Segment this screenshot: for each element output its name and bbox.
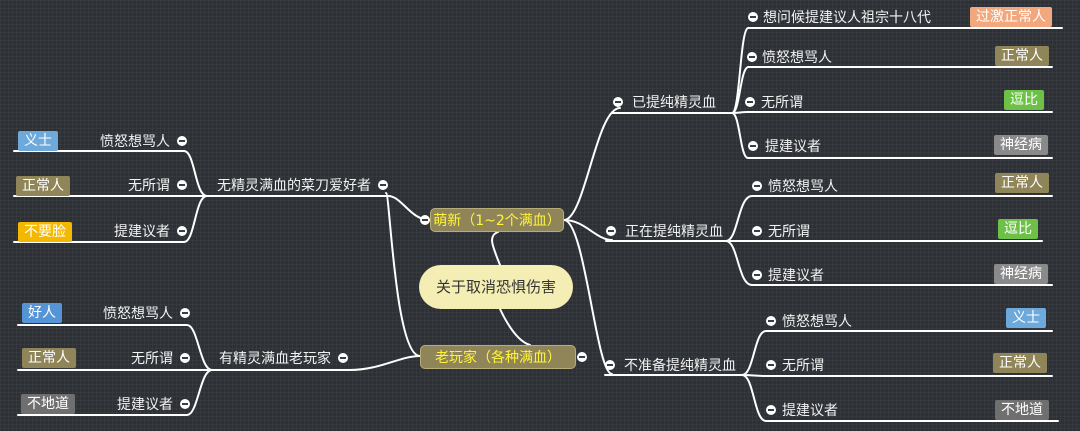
- tag-badge: 正常人: [22, 348, 76, 368]
- tag-badge: 过激正常人: [970, 7, 1052, 27]
- connector-line: [563, 219, 613, 241]
- connector-line: [741, 330, 1053, 376]
- connector-line: [563, 107, 621, 221]
- leaf-item[interactable]: 愤怒想骂人: [100, 134, 170, 150]
- collapse-icon[interactable]: [180, 308, 190, 318]
- connector-line: [17, 324, 213, 371]
- bullet-icon: [766, 360, 776, 370]
- connector-line: [349, 355, 421, 371]
- collapse-icon[interactable]: [606, 226, 616, 236]
- hub-newbie[interactable]: 萌新（1~2个满血）: [430, 208, 564, 232]
- leaf-item[interactable]: 愤怒想骂人: [782, 314, 852, 330]
- connector-line: [741, 374, 1059, 422]
- tag-badge: 义士: [18, 131, 58, 151]
- collapse-icon[interactable]: [338, 353, 348, 363]
- tag-badge: 不地道: [995, 400, 1049, 420]
- tag-badge: 正常人: [16, 176, 70, 196]
- tag-badge: 正常人: [993, 353, 1047, 373]
- tag-badge: 不地道: [21, 394, 75, 414]
- bullet-icon: [747, 52, 757, 62]
- leaf-item[interactable]: 想问候提建议人祖宗十八代: [763, 10, 931, 26]
- branch-no-full-blood[interactable]: 无精灵满血的菜刀爱好者: [217, 178, 371, 194]
- leaf-item[interactable]: 提建议者: [782, 403, 838, 419]
- connector-line: [741, 374, 1053, 377]
- collapse-icon[interactable]: [613, 97, 623, 107]
- branch-purifying[interactable]: 正在提纯精灵血: [625, 224, 723, 240]
- connector-line: [725, 240, 1053, 286]
- leaf-item[interactable]: 提建议者: [768, 268, 824, 284]
- collapse-icon[interactable]: [577, 352, 587, 362]
- bullet-icon: [766, 316, 776, 326]
- connector-line: [731, 66, 1053, 114]
- leaf-item[interactable]: 愤怒想骂人: [103, 306, 173, 322]
- connector-line: [491, 231, 501, 266]
- connector-line: [13, 150, 208, 197]
- leaf-item[interactable]: 提建议者: [117, 397, 173, 413]
- leaf-item[interactable]: 愤怒想骂人: [768, 179, 838, 195]
- connector-line: [725, 195, 1053, 242]
- leaf-item[interactable]: 无所谓: [761, 95, 803, 111]
- connector-line: [17, 369, 213, 416]
- collapse-icon[interactable]: [177, 136, 187, 146]
- branch-already-purified[interactable]: 已提纯精灵血: [632, 95, 716, 111]
- bullet-icon: [748, 12, 758, 22]
- tag-badge: 正常人: [995, 46, 1049, 66]
- tag-badge: 神经病: [994, 135, 1048, 155]
- collapse-icon[interactable]: [605, 360, 615, 370]
- leaf-item[interactable]: 无所谓: [768, 224, 810, 240]
- connector-line: [499, 308, 531, 346]
- leaf-item[interactable]: 提建议者: [114, 224, 170, 240]
- tag-badge: 逗比: [998, 219, 1038, 239]
- bullet-icon: [766, 405, 776, 415]
- bullet-icon: [748, 141, 758, 151]
- branch-has-full-blood[interactable]: 有精灵满血老玩家: [219, 351, 331, 367]
- connector-line: [13, 195, 208, 243]
- connector-line: [731, 111, 1053, 114]
- connector-line: [385, 192, 421, 357]
- tag-badge: 好人: [22, 303, 62, 323]
- root-topic[interactable]: 关于取消恐惧伤害: [419, 265, 573, 309]
- tag-badge: 逗比: [1004, 90, 1044, 110]
- leaf-item[interactable]: 无所谓: [782, 358, 824, 374]
- collapse-icon[interactable]: [378, 180, 388, 190]
- branch-not-purifying[interactable]: 不准备提纯精灵血: [624, 358, 736, 374]
- collapse-icon[interactable]: [180, 353, 190, 363]
- leaf-item[interactable]: 无所谓: [128, 178, 170, 194]
- bullet-icon: [745, 97, 755, 107]
- leaf-item[interactable]: 提建议者: [765, 139, 821, 155]
- connector-line: [731, 112, 1053, 159]
- tag-badge: 义士: [1006, 308, 1046, 328]
- leaf-item[interactable]: 无所谓: [131, 351, 173, 367]
- collapse-icon[interactable]: [420, 215, 430, 225]
- collapse-icon[interactable]: [177, 180, 187, 190]
- bullet-icon: [752, 181, 762, 191]
- tag-badge: 神经病: [994, 264, 1048, 284]
- bullet-icon: [752, 270, 762, 280]
- collapse-icon[interactable]: [177, 226, 187, 236]
- collapse-icon[interactable]: [180, 399, 190, 409]
- tag-badge: 不要脸: [18, 222, 72, 242]
- tag-badge: 正常人: [995, 173, 1049, 193]
- leaf-item[interactable]: 愤怒想骂人: [762, 50, 832, 66]
- bullet-icon: [752, 226, 762, 236]
- hub-veteran[interactable]: 老玩家（各种满血）: [420, 345, 576, 369]
